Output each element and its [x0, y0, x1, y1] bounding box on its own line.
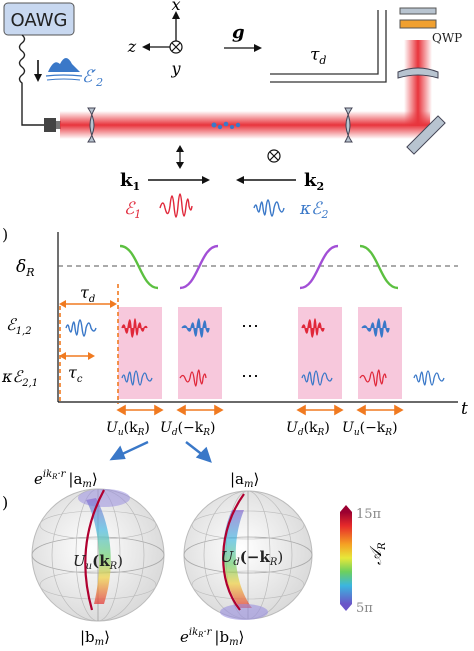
panel-c: ) Uu(kR) eikR·r|am⟩ |bm⟩: [2, 469, 388, 648]
oawg-box: [3, 2, 75, 36]
qwp-label: QWP: [432, 31, 462, 45]
svg-text:y: y: [170, 59, 181, 78]
k1-label: k1: [120, 170, 140, 193]
delay-line: [270, 10, 387, 83]
link-arrows: [109, 440, 212, 463]
bloch-sphere-right: Ud(−kR): [183, 490, 313, 620]
svg-text:): ): [2, 493, 8, 512]
op-label-3: Ud(kR): [286, 420, 330, 438]
tau-c-label: τc: [68, 363, 83, 385]
pulse-row-e12: [65, 318, 390, 338]
oawg-cable: [18, 34, 45, 126]
pulse-row-ke21: [121, 369, 445, 387]
fiber-connector: [44, 118, 56, 132]
svg-text:z: z: [127, 37, 137, 56]
pulse-highlight: [298, 307, 342, 399]
op-label-2: Ud(−kR): [160, 420, 216, 438]
trajectory-right: [222, 493, 245, 611]
trajectory-left: [84, 489, 105, 611]
delta-r-label: δR: [16, 257, 35, 279]
oawg-label: OAWG: [11, 10, 68, 31]
pulse-highlight: [358, 307, 402, 399]
sweep-up-purple: [179, 244, 219, 290]
time-axis-label: t: [461, 399, 468, 419]
panel-b: ) t δR τd ℰ1,2 κℰ2,1 τc: [1, 225, 468, 463]
operator-duration-arrows: [116, 404, 404, 416]
e12-label: ℰ1,2: [6, 315, 32, 337]
polarization-arrows: [176, 145, 184, 169]
panel-a: OAWG ℰ′2 QWP: [3, 0, 462, 221]
sweep-down-green: [359, 244, 399, 290]
colorbar-max: 15π: [356, 507, 382, 522]
ke2-label: κℰ2: [299, 199, 328, 221]
laser-beam-vertical: [404, 40, 432, 126]
bloch-sphere-left: Uu(kR): [31, 488, 165, 622]
pulse-highlight: [118, 307, 162, 399]
lens-top: [397, 67, 439, 79]
blue-pulse-icon: [45, 58, 83, 81]
qwp-plate: [399, 19, 437, 29]
svg-text:x: x: [171, 0, 180, 14]
svg-text:Ud(−kR): Ud(−kR): [221, 548, 284, 568]
left-top-label: eikR·r|am⟩: [34, 469, 98, 490]
delay-label: τd: [310, 45, 326, 67]
gravity-label: g: [232, 22, 245, 43]
fold-mirror: [406, 115, 446, 155]
sweep-down-green: [119, 244, 159, 290]
svg-text:): ): [2, 225, 8, 244]
right-bottom-label: eikR·r|bm⟩: [180, 627, 244, 648]
ke21-label: κℰ2,1: [1, 367, 38, 389]
blue-chirp-icon: [253, 199, 285, 217]
red-chirp-icon: [159, 193, 193, 218]
right-top-label: |am⟩: [230, 470, 259, 490]
tau-d-label: τd: [80, 283, 95, 305]
op-label-1: Uu(kR): [106, 420, 150, 438]
laser-beam: [60, 111, 430, 139]
pulse-label: ℰ′2: [82, 67, 103, 89]
curved-mirror-right: [344, 107, 353, 143]
ellipsis-row1: ⋯: [241, 316, 259, 337]
polarization-cross-icon: [267, 149, 281, 163]
curved-mirror-left: [87, 107, 96, 143]
pulse-highlight: [178, 307, 222, 399]
colorbar-min: 5π: [356, 601, 373, 616]
ellipsis-row2: ⋯: [241, 366, 259, 387]
op-label-4: Uu(−kR): [342, 420, 398, 438]
top-mirror: [399, 7, 437, 15]
colorbar-label: 𝒜R: [366, 542, 388, 565]
sweep-up-purple: [299, 244, 339, 290]
e1-label: ℰ1: [124, 199, 141, 221]
colorbar: [340, 512, 352, 604]
coordinate-frame: x z y: [127, 0, 183, 78]
atom-cloud: [211, 121, 241, 130]
k2-label: k2: [304, 170, 324, 193]
svg-text:Uu(kR): Uu(kR): [73, 552, 123, 572]
left-bottom-label: |bm⟩: [80, 628, 110, 648]
